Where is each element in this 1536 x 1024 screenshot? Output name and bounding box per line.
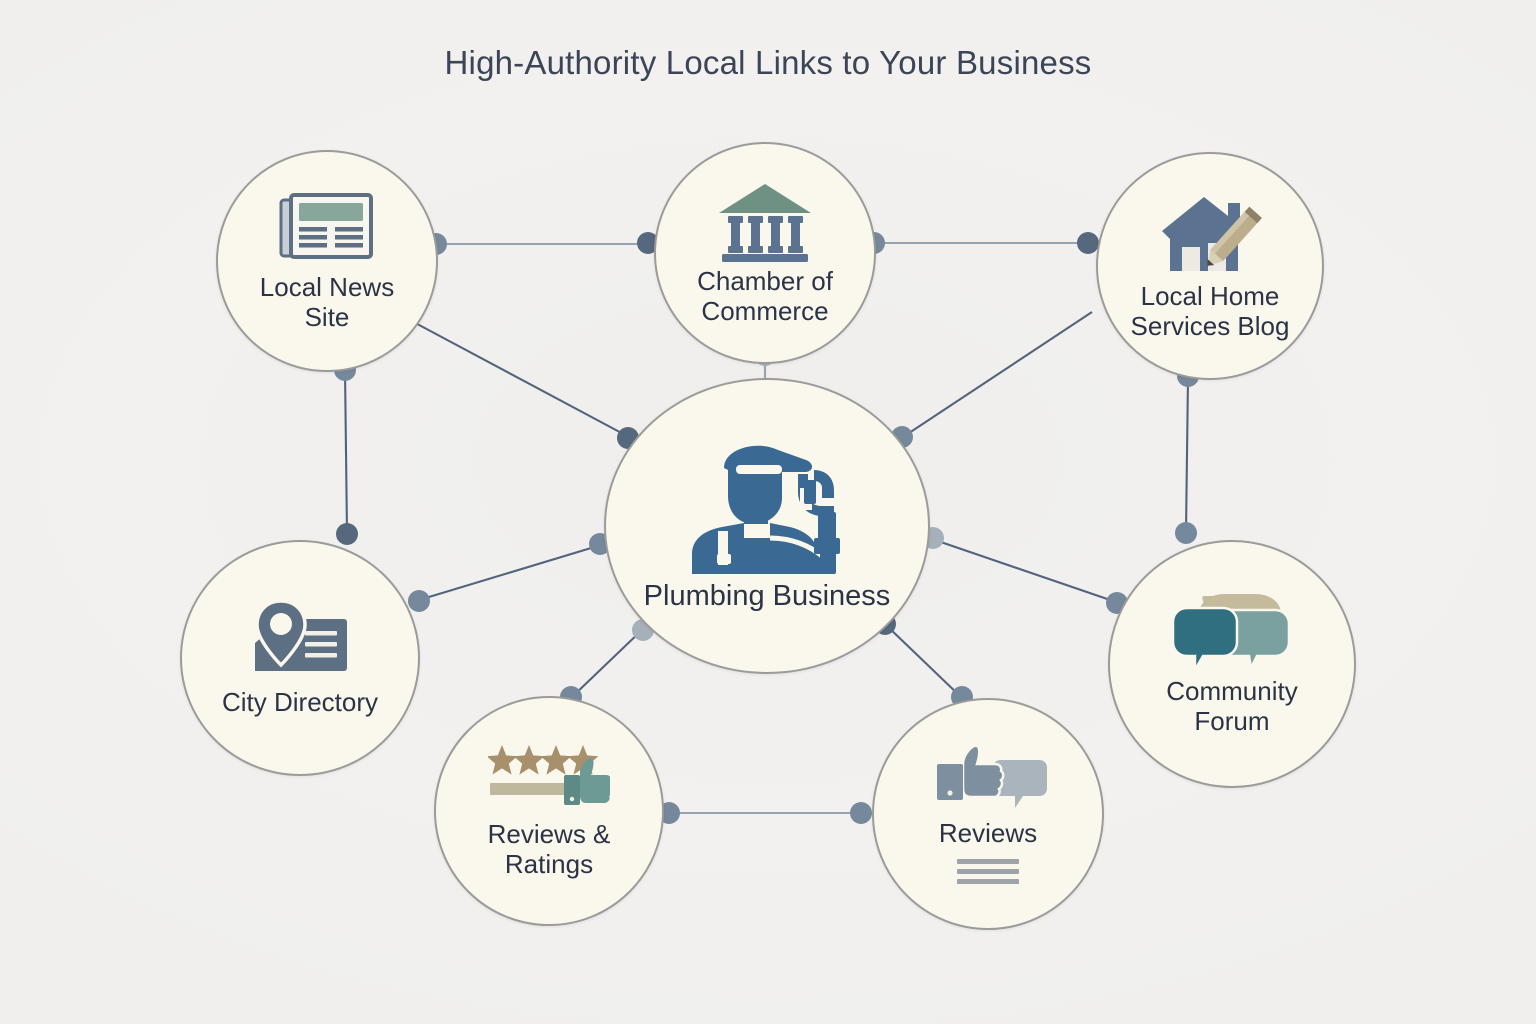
thumbsup-speechbubble-icon xyxy=(927,744,1049,814)
edge-center-revrat xyxy=(571,628,644,698)
node-label: Community Forum xyxy=(1166,675,1298,736)
node-local-home-services-blog[interactable]: Local Home Services Blog xyxy=(1096,152,1324,380)
stars-thumbsup-icon xyxy=(488,743,610,815)
connector-dot-forum-top xyxy=(1175,522,1197,544)
review-text-lines-icon xyxy=(957,858,1019,884)
node-label: Local News Site xyxy=(259,271,395,332)
connector-dot-citydir-right xyxy=(408,590,430,612)
node-community-forum[interactable]: Community Forum xyxy=(1108,540,1356,788)
node-label: City Directory xyxy=(221,686,378,717)
node-plumbing-business[interactable]: Plumbing Business xyxy=(604,378,930,674)
edge-center-reviews xyxy=(885,624,962,698)
node-local-news-site[interactable]: Local News Site xyxy=(216,150,438,372)
node-label: Chamber of Commerce xyxy=(697,265,833,326)
node-label: Reviews xyxy=(938,818,1038,849)
connector-dot-blog-left xyxy=(1077,232,1099,254)
connector-dot-reviews-left xyxy=(850,802,872,824)
node-city-directory[interactable]: City Directory xyxy=(180,540,420,776)
edge-blog-forum xyxy=(1184,376,1190,533)
connector-dot-citydir-top xyxy=(336,523,358,545)
edge-news-center xyxy=(405,317,630,438)
edge-citydir-center xyxy=(418,543,602,602)
node-label: Reviews & Ratings xyxy=(487,818,611,879)
node-chamber-of-commerce[interactable]: Chamber of Commerce xyxy=(654,142,876,364)
node-reviews[interactable]: Reviews xyxy=(872,698,1104,930)
speech-bubbles-icon xyxy=(1169,592,1295,670)
edge-news-citydir xyxy=(343,369,349,534)
page-title: High-Authority Local Links to Your Busin… xyxy=(444,44,1092,81)
bank-building-icon xyxy=(715,180,815,262)
edge-blog-center xyxy=(902,311,1093,438)
node-reviews-and-ratings[interactable]: Reviews & Ratings xyxy=(434,696,664,926)
map-pin-listing-icon xyxy=(247,599,353,679)
house-pencil-icon xyxy=(1158,191,1262,277)
node-label: Local Home Services Blog xyxy=(1130,280,1290,341)
newspaper-icon xyxy=(279,190,375,266)
node-label: Plumbing Business xyxy=(643,580,891,613)
plumber-wrench-icon xyxy=(674,438,860,578)
edge-center-forum xyxy=(931,538,1117,603)
connector-dot-chamber-left xyxy=(637,232,659,254)
